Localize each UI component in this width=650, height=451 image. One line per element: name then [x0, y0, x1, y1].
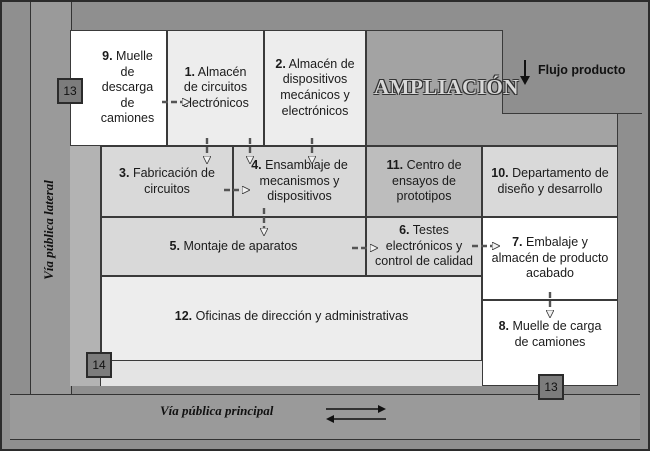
zone-3-circuit-fabrication: 3. Fabricación de circuitos — [101, 146, 233, 217]
dock-13-left: 13 — [57, 78, 83, 104]
principal-road-label: Vía pública principal — [160, 403, 274, 418]
flow-legend-label: Flujo producto — [538, 63, 626, 77]
flow-legend-arrow-icon — [520, 60, 530, 85]
zone-2-devices-warehouse: 2. Almacén de dispositivos mecánicos y e… — [264, 30, 366, 146]
zone-10-design-department: 10. Departamento de diseño y desarrollo — [482, 146, 618, 217]
expansion-label: AMPLIACIÓN — [374, 75, 519, 99]
zone-6-quality-control: 6. Testes electrónicos y control de cali… — [366, 217, 482, 276]
zone-1-circuits-warehouse: 1. Almacén de circuitos electrónicos — [167, 30, 264, 146]
principal-road — [10, 394, 640, 440]
offices-bottom-strip — [101, 360, 482, 386]
dock-13-bottom: 13 — [538, 374, 564, 400]
two-way-traffic-icon — [326, 405, 386, 423]
service-corridor — [70, 146, 101, 386]
zone-7-packaging-storage: 7. Embalaje y almacén de producto acabad… — [482, 217, 618, 300]
zone-5-device-mounting: 5. Montaje de aparatos — [101, 217, 366, 276]
dock-14-corner: 14 — [86, 352, 112, 378]
zone-11-prototype-testing: 11. Centro de ensayos de prototipos — [366, 146, 482, 217]
zone-4-assembly: 4. Ensamblaje de mecanismos y dispositiv… — [233, 146, 366, 217]
zone-9-unloading-dock: 9. Muelle de descarga de camiones — [70, 30, 167, 146]
